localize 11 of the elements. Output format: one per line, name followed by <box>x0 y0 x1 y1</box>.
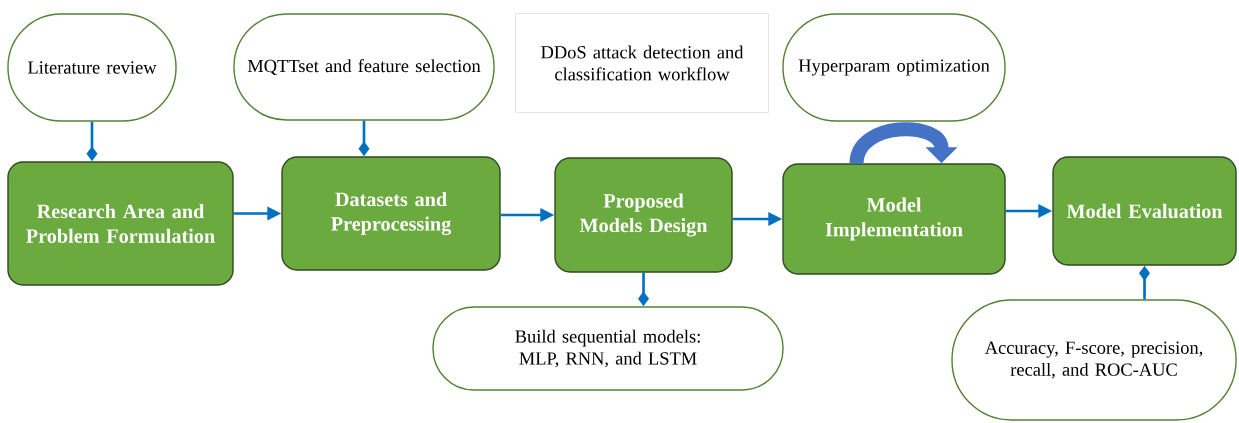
rounded-note-box: Literature review <box>7 13 177 122</box>
process-box: Research Area and Problem Formulation <box>7 161 234 286</box>
rounded-note-box: MQTTset and feature selection <box>233 13 495 121</box>
process-box: Datasets and Preprocessing <box>281 156 501 271</box>
rounded-note-box: Accuracy, F-score, precision, recall, and ROC-AUC <box>951 299 1237 421</box>
process-box: Model Implementation <box>782 163 1006 275</box>
title-box: DDoS attack detection and classification workflow <box>515 13 769 113</box>
process-box: Proposed Models Design <box>554 157 733 273</box>
rounded-note-box: Build sequential models: MLP, RNN, and LSTM <box>432 306 784 391</box>
rounded-note-box: Hyperparam optimization <box>782 13 1006 122</box>
process-box: Model Evaluation <box>1052 156 1237 266</box>
